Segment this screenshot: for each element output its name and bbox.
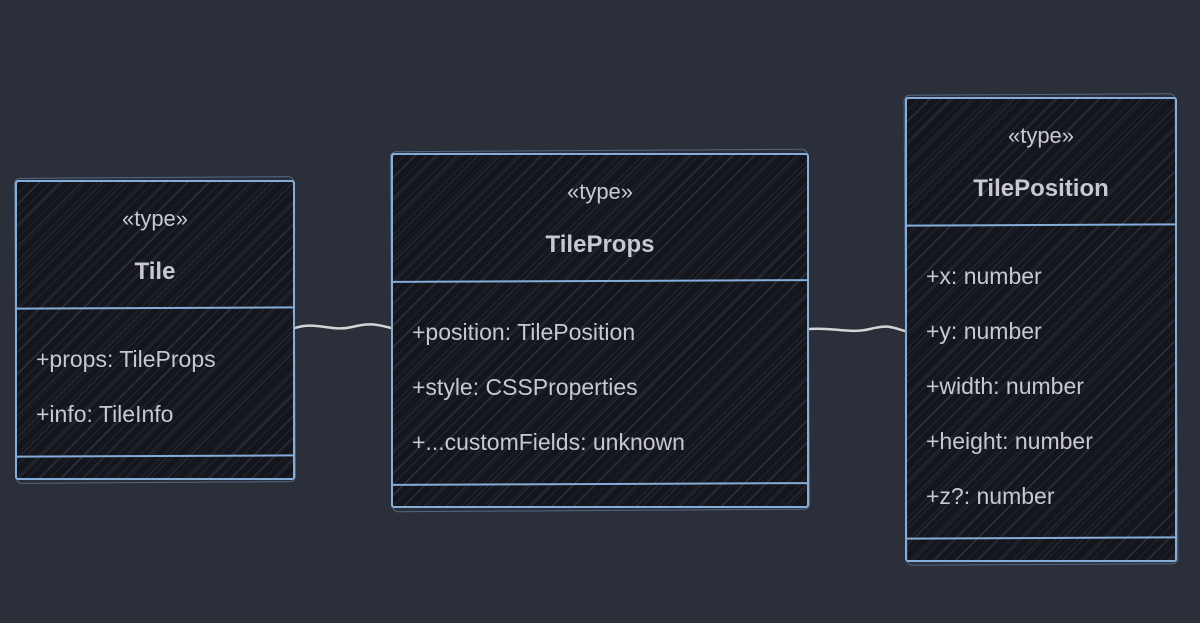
- stereotype-label: «type»: [1007, 122, 1075, 148]
- connector-tileprops-tileposition: [807, 325, 907, 333]
- member-row: +position: TilePosition: [412, 319, 636, 345]
- stereotype-label: «type»: [121, 205, 189, 231]
- members-section: +position: TilePosition +style: CSSProper…: [393, 282, 807, 483]
- class-box-tileposition: «type» TilePosition +x: number +y: number…: [905, 97, 1177, 562]
- member-row: +width: number: [926, 373, 1084, 399]
- class-header: «type» TilePosition: [907, 99, 1175, 224]
- footer-section: [17, 457, 293, 478]
- class-header: «type» TileProps: [393, 155, 807, 280]
- class-name: TilePosition: [973, 174, 1109, 202]
- class-box-tile: «type» Tile +props: TileProps +info: Tile…: [15, 180, 295, 480]
- class-box-tileprops: «type» TileProps +position: TilePosition…: [391, 153, 809, 508]
- member-row: +x: number: [926, 263, 1042, 289]
- class-name: Tile: [134, 257, 176, 285]
- stereotype-label: «type»: [566, 178, 634, 204]
- members-section: +x: number +y: number +width: number +heigh…: [907, 226, 1175, 537]
- member-row: +z?: number: [926, 483, 1055, 509]
- footer-section: [393, 485, 807, 506]
- connector-tile-tileprops: [293, 323, 393, 330]
- class-name: TileProps: [545, 230, 655, 258]
- footer-section: [907, 539, 1175, 560]
- member-row: +...customFields: unknown: [412, 429, 685, 455]
- members-section: +props: TileProps +info: TileInfo: [17, 309, 293, 455]
- member-row: +style: CSSProperties: [412, 374, 638, 400]
- class-header: «type» Tile: [17, 182, 293, 307]
- member-row: +y: number: [926, 318, 1042, 344]
- member-row: +height: number: [926, 428, 1093, 454]
- member-row: +props: TileProps: [36, 346, 216, 372]
- member-row: +info: TileInfo: [36, 401, 174, 427]
